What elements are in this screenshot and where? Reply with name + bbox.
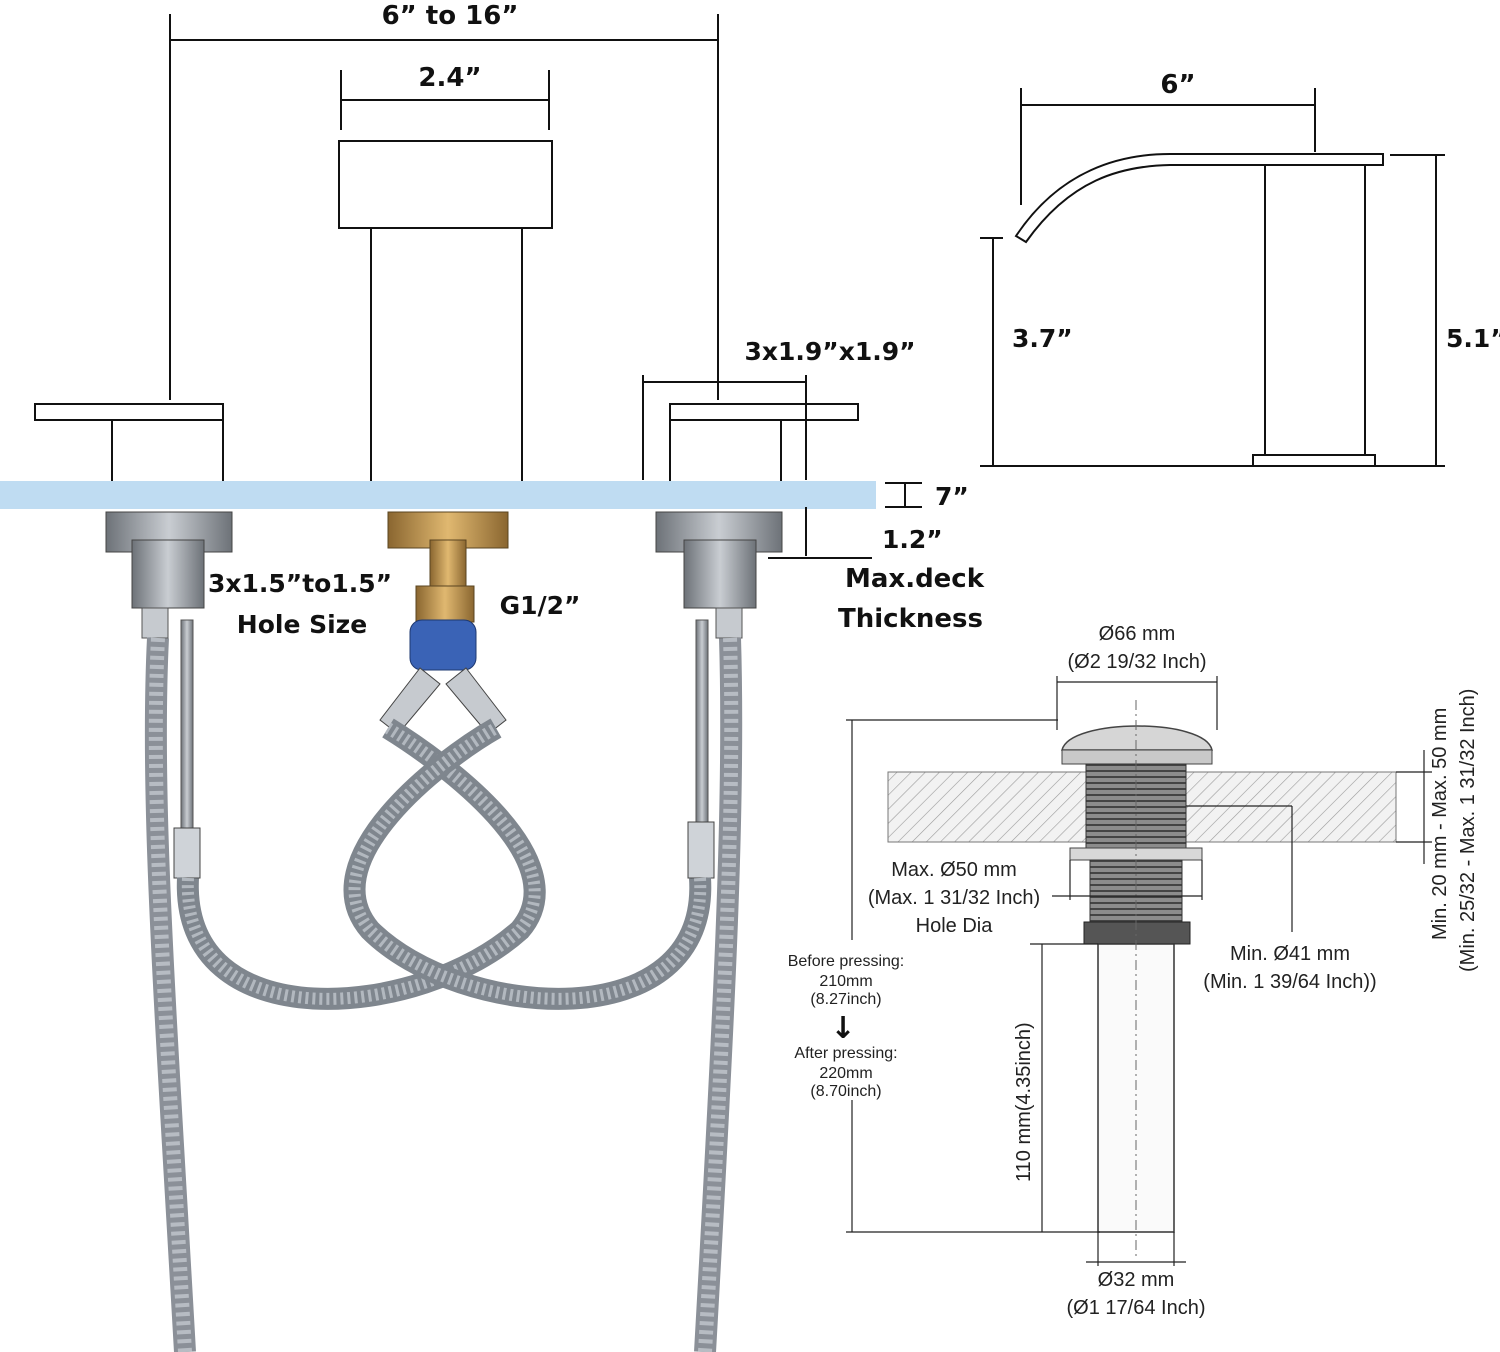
cap-diameter-in: (Ø2 19/32 Inch) xyxy=(1068,651,1207,673)
spout-body xyxy=(370,227,523,492)
drain-nut xyxy=(1083,921,1191,945)
max-hole-mm: Max. Ø50 mm xyxy=(891,859,1017,881)
spread-label: 6” to 16” xyxy=(382,1,519,31)
counter-slab-left xyxy=(887,771,1087,843)
side-spout-base xyxy=(1252,454,1376,467)
deck-plate xyxy=(0,481,876,509)
drain-flange xyxy=(1061,749,1213,765)
drain-diagram: Ø66 mm (Ø2 19/32 Inch) Min. 20 mm - Max.… xyxy=(788,623,1479,1319)
hole-size-label-1: 3x1.5”to1.5” xyxy=(208,569,392,598)
max-deck-label-2: Thickness xyxy=(838,604,983,634)
side-spout-profile xyxy=(1014,153,1384,244)
max-hole-in: (Max. 1 31/32 Inch) xyxy=(868,887,1040,909)
cap-diameter-mm: Ø66 mm xyxy=(1099,623,1176,645)
side-spout-column xyxy=(1264,164,1366,456)
hole-dia-label: Hole Dia xyxy=(916,915,994,937)
hose-center-right-loop xyxy=(343,718,712,1010)
right-handle-lever xyxy=(669,403,859,421)
before-pressing-mm: 210mm xyxy=(819,973,872,990)
thickness-in: (Min. 25/32 - Max. 1 31/32 Inch) xyxy=(1457,689,1479,972)
thread-label: G1/2” xyxy=(500,591,581,620)
hose-left-supply xyxy=(144,637,196,1352)
before-pressing-in: (8.27inch) xyxy=(810,991,881,1008)
hose-right-supply xyxy=(694,637,743,1352)
spout-height-label: 3.7” xyxy=(1012,324,1073,353)
left-handle-lever xyxy=(34,403,224,421)
thickness-mm: Min. 20 mm - Max. 50 mm xyxy=(1429,708,1451,940)
right-valve-assembly xyxy=(655,511,783,879)
center-shank-assembly xyxy=(379,511,509,735)
spout-width-label: 2.4” xyxy=(418,63,481,93)
total-height-label: 5.1” xyxy=(1446,324,1500,353)
deck-top-label: 7” xyxy=(935,482,969,511)
handle-size-label: 3x1.9”x1.9” xyxy=(744,337,915,366)
drain-cap xyxy=(1061,725,1213,751)
tail-diameter-in: (Ø1 17/64 Inch) xyxy=(1067,1297,1206,1319)
drain-lower-thread xyxy=(1089,859,1183,923)
after-pressing-label: After pressing: xyxy=(794,1045,897,1062)
after-pressing-mm: 220mm xyxy=(819,1065,872,1082)
max-deck-label-1: Max.deck xyxy=(845,564,985,594)
counter-slab-right xyxy=(1185,771,1397,843)
left-handle-body xyxy=(111,419,224,492)
after-pressing-in: (8.70inch) xyxy=(810,1083,881,1100)
min-hole-mm: Min. Ø41 mm xyxy=(1230,943,1350,965)
deck-max-label: 1.2” xyxy=(882,525,943,554)
tail-length-label: 110 mm(4.35inch) xyxy=(1013,1022,1035,1182)
tail-diameter-mm: Ø32 mm xyxy=(1098,1269,1175,1291)
right-handle-body xyxy=(669,419,782,492)
hole-size-label-2: Hole Size xyxy=(237,610,367,639)
left-valve-assembly xyxy=(105,511,233,879)
faucet-side-view: 6” 3.7” 5.1” xyxy=(980,70,1500,467)
pressing-arrow: ↓ xyxy=(830,1011,855,1046)
spout-head xyxy=(338,140,553,229)
faucet-front-view: 6” to 16” 2.4” 3x1.9”x1.9” 7” 1.2” Max.d… xyxy=(0,1,985,1352)
before-pressing-label: Before pressing: xyxy=(788,953,905,970)
min-hole-in: (Min. 1 39/64 Inch)) xyxy=(1203,971,1376,993)
reach-label: 6” xyxy=(1160,70,1195,100)
